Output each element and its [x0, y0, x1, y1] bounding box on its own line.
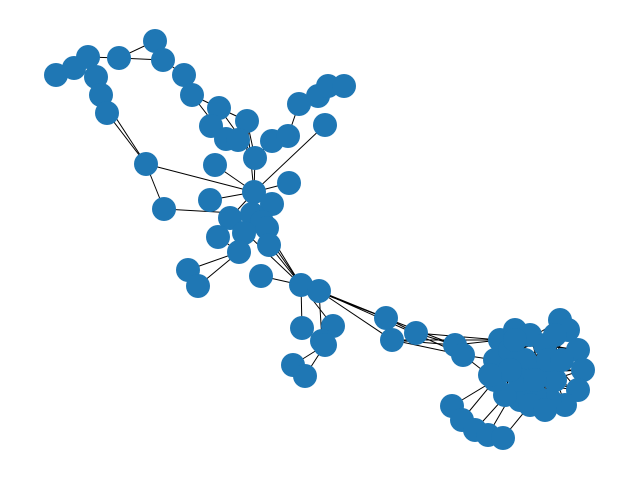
graph-node: [107, 46, 131, 70]
graph-node: [257, 233, 281, 257]
graph-node: [95, 101, 119, 125]
graph-node: [332, 74, 356, 98]
graph-node: [523, 368, 547, 392]
graph-node: [374, 306, 398, 330]
graph-node: [198, 188, 222, 212]
graph-node: [293, 364, 317, 388]
graph-node: [533, 398, 557, 422]
graph-node: [186, 274, 210, 298]
graph-node: [404, 321, 428, 345]
graph-node: [242, 180, 266, 204]
graph-node: [543, 368, 567, 392]
graph-node: [243, 146, 267, 170]
graph-node: [571, 358, 595, 382]
graph-node: [235, 109, 259, 133]
graph-node: [84, 65, 108, 89]
graph-node: [503, 328, 527, 352]
graph-node: [151, 48, 175, 72]
graph-node: [218, 206, 242, 230]
graph-node: [143, 29, 167, 53]
graph-node: [232, 221, 256, 245]
graph-node: [134, 152, 158, 176]
graph-node: [207, 96, 231, 120]
graph-node: [249, 264, 273, 288]
graph-node: [543, 323, 567, 347]
graph-node: [76, 45, 100, 69]
graph-node: [44, 63, 68, 87]
graph-node: [203, 153, 227, 177]
node-layer: [44, 29, 595, 450]
graph-node: [313, 333, 337, 357]
graph-node: [550, 348, 574, 372]
graph-node: [313, 113, 337, 137]
graph-node: [152, 197, 176, 221]
graph-node: [276, 124, 300, 148]
graph-node: [180, 83, 204, 107]
graph-node: [226, 128, 250, 152]
graph-node: [451, 343, 475, 367]
graph-node: [491, 426, 515, 450]
graph-node: [498, 358, 522, 382]
graph-node: [172, 63, 196, 87]
graph-node: [260, 192, 284, 216]
graph-node: [227, 240, 251, 264]
graph-node: [287, 92, 311, 116]
graph-edge: [253, 124, 326, 193]
graph-edge: [318, 290, 393, 341]
graph-node: [478, 363, 502, 387]
graph-node: [277, 171, 301, 195]
graph-edge: [145, 163, 255, 193]
graph-node: [307, 279, 331, 303]
graph-node: [380, 328, 404, 352]
graph-node: [290, 316, 314, 340]
graph-node: [206, 225, 230, 249]
